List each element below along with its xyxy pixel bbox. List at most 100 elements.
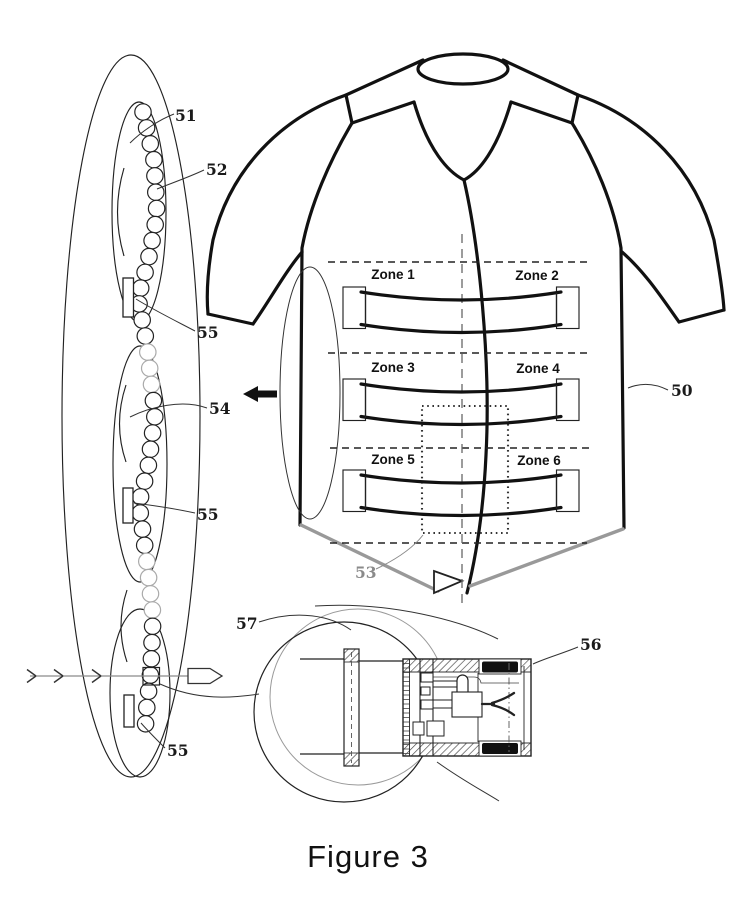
- flow-chevron-icon: [91, 668, 102, 684]
- detail-lower-connector: [436, 761, 500, 802]
- chain-bead: [140, 247, 158, 266]
- hem-notch-triangle: [433, 569, 465, 595]
- projectile-pointer-icon: [187, 667, 224, 685]
- strap-row-2: [342, 378, 580, 427]
- seal-bar-bottom: [482, 743, 518, 754]
- figure-caption: Figure 3: [307, 839, 429, 874]
- detail-upper-connector: [314, 604, 499, 640]
- chain-bead: [141, 135, 160, 153]
- chain-bead: [146, 167, 164, 185]
- chain-bead: [138, 698, 156, 717]
- chain-bead: [140, 359, 159, 378]
- hem-right: [468, 527, 625, 588]
- pod-crescent-middle: [119, 384, 127, 463]
- zone-label-2: Zone 2: [515, 268, 559, 283]
- chain-bead: [139, 456, 158, 475]
- reference-labels: 51 52 55 54 55 55 50 53 57 56: [129, 106, 693, 760]
- connector-link-bottom: [123, 694, 135, 728]
- chain-bead: [143, 231, 161, 250]
- body-right-edge: [570, 121, 626, 530]
- ref-label-53: 53: [355, 563, 377, 582]
- chain-to-detail-connector: [159, 683, 260, 698]
- leader-line-50: [627, 384, 669, 391]
- body-left-edge: [298, 121, 354, 527]
- leader-line-53: [375, 534, 424, 570]
- chain-bead: [136, 327, 155, 345]
- chain-bead: [143, 424, 162, 442]
- connector-link-mid: [122, 487, 134, 524]
- ref-label-50: 50: [671, 381, 693, 400]
- vest-garment: Zone 1 Zone 2 Zone 3 Zone 4 Zone 5 Zone …: [205, 52, 726, 607]
- ref-label-55-top: 55: [197, 323, 219, 342]
- chain-bead: [131, 504, 150, 522]
- chain-bead: [142, 375, 161, 394]
- chain-bead: [136, 263, 154, 282]
- collar-right: [501, 58, 580, 125]
- sleeve-right-inner: [620, 250, 681, 324]
- leader-line-57: [258, 614, 352, 631]
- leader-line-51: [129, 113, 175, 144]
- connector-link-top: [122, 277, 135, 318]
- gas-pod-bottom: [109, 608, 171, 778]
- leader-line-55-bottom: [140, 722, 166, 749]
- left-direction-arrow-icon: [243, 386, 277, 402]
- chain-bead: [138, 552, 156, 571]
- chain-bead: [139, 343, 157, 361]
- sensor-window-dotted-rect: [420, 404, 510, 535]
- ref-label-57: 57: [236, 614, 258, 633]
- hem-left: [299, 523, 440, 593]
- zone-label-3: Zone 3: [371, 360, 415, 375]
- chain-bead: [145, 150, 163, 169]
- chain-bead: [135, 472, 154, 490]
- chain-bead: [141, 584, 160, 603]
- gas-pod-middle: [112, 345, 168, 583]
- chain-bead: [133, 311, 151, 329]
- neck-opening: [416, 52, 510, 86]
- chain-bead: [143, 601, 162, 619]
- sleeve-left-inner: [251, 250, 304, 326]
- leader-line-52: [156, 169, 205, 190]
- chain-bead: [147, 199, 166, 218]
- ref-label-54: 54: [209, 399, 231, 418]
- chain-bead: [141, 440, 160, 458]
- flow-chevron-icon: [53, 668, 64, 684]
- ref-label-51: 51: [175, 106, 197, 125]
- ref-label-56: 56: [580, 635, 602, 654]
- bead-chain: [130, 103, 166, 733]
- pod-crescent-bottom: [120, 589, 128, 663]
- ref-label-55-bottom: 55: [167, 741, 189, 760]
- ref-label-52: 52: [206, 160, 228, 179]
- chain-bead: [139, 568, 158, 587]
- chain-bead: [133, 520, 152, 538]
- chain-bead: [146, 215, 164, 234]
- front-opening-line: [462, 178, 489, 595]
- ref-label-55-mid: 55: [197, 505, 219, 524]
- chain-bead: [143, 617, 162, 636]
- sleeve-right-outer: [576, 93, 726, 312]
- zone-label-4: Zone 4: [516, 361, 560, 376]
- strap-row-3: [342, 469, 580, 518]
- fork-latch: [480, 691, 516, 717]
- collar-left: [344, 58, 425, 125]
- leader-line-55-top: [135, 298, 196, 332]
- buckle-housing: [402, 658, 532, 757]
- chain-bead: [136, 714, 155, 733]
- leader-line-56: [532, 646, 579, 665]
- sleeve-left-cuff: [206, 312, 255, 326]
- thread-section: [403, 661, 410, 754]
- chain-bead: [147, 183, 165, 201]
- chain-bead: [135, 536, 154, 555]
- side-panel-oval: [279, 266, 341, 520]
- strap-row-1: [342, 286, 580, 335]
- seal-bar-top: [482, 661, 518, 673]
- zone-label-1: Zone 1: [371, 267, 415, 282]
- sleeve-right-cuff: [677, 308, 726, 324]
- inflator-assembly: [26, 54, 224, 778]
- zone-label-5: Zone 5: [371, 452, 415, 467]
- chain-bead: [146, 407, 164, 426]
- latch-block: [451, 691, 483, 718]
- zone-label-6: Zone 6: [517, 453, 561, 468]
- chain-bead: [131, 279, 150, 297]
